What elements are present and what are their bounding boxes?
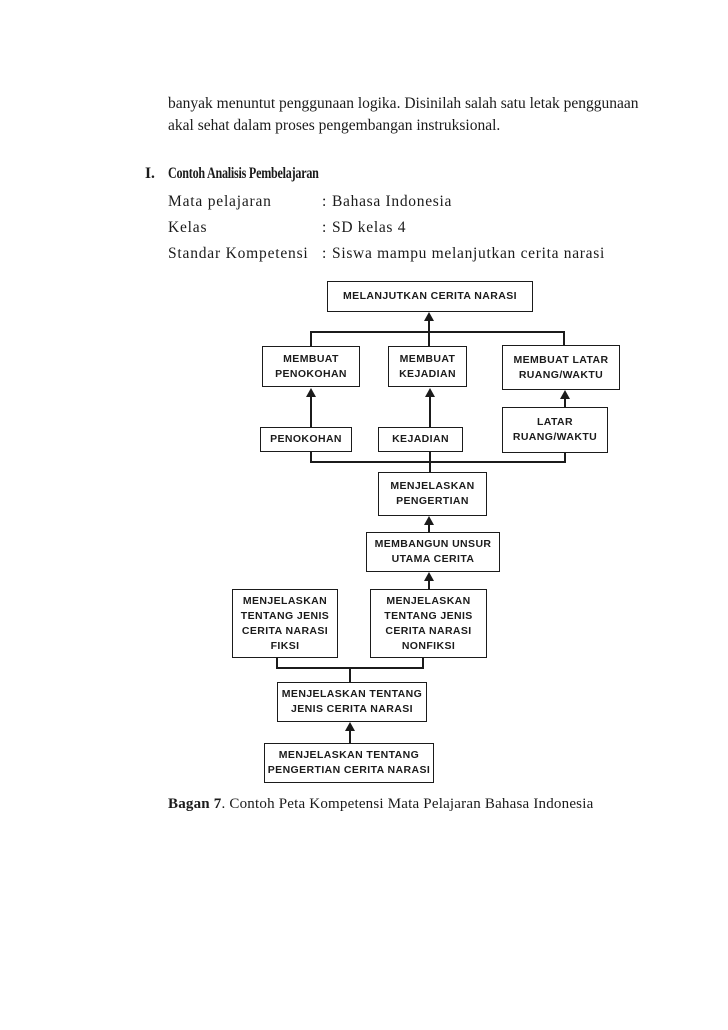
figure-caption-label: Bagan 7 xyxy=(168,796,222,812)
diagram-node-menjelaskan-jenis-cerita-narasi: MENJELASKAN TENTANG JENIS CERITA NARASI xyxy=(277,682,427,722)
detail-value: Bahasa Indonesia xyxy=(332,193,453,210)
section-title-wrap: Contoh Analisis Pembelajaran xyxy=(168,165,361,183)
diagram-node-membuat-penokohan: MEMBUAT PENOKOHAN xyxy=(262,346,360,387)
detail-separator: : xyxy=(322,219,327,236)
figure-caption-text: . Contoh Peta Kompetensi Mata Pelajaran … xyxy=(221,796,594,812)
section-heading: I. xyxy=(145,165,155,183)
connector-line xyxy=(310,331,565,333)
paragraph-line-1: banyak menuntut penggunaan logika. Disin… xyxy=(168,95,639,112)
arrowhead-up xyxy=(306,388,316,397)
detail-label: Kelas xyxy=(168,219,208,236)
diagram-node-menjelaskan-jenis-fiksi: MENJELASKAN TENTANG JENIS CERITA NARASI … xyxy=(232,589,338,658)
connector-line xyxy=(428,579,430,589)
connector-line xyxy=(310,452,312,463)
connector-line xyxy=(428,523,430,532)
diagram-node-kejadian: KEJADIAN xyxy=(378,427,463,452)
connector-line xyxy=(310,461,566,463)
detail-row-mata-pelajaran: Mata pelajaran : Bahasa Indonesia xyxy=(168,193,648,213)
detail-separator: : xyxy=(322,245,327,262)
detail-label: Standar Kompetensi xyxy=(168,245,309,262)
diagram-node-menjelaskan-jenis-nonfiksi: MENJELASKAN TENTANG JENIS CERITA NARASI … xyxy=(370,589,487,658)
diagram-node-penokohan: PENOKOHAN xyxy=(260,427,352,452)
connector-line xyxy=(563,331,565,345)
arrowhead-up xyxy=(560,390,570,399)
connector-line xyxy=(422,658,424,669)
diagram-node-membuat-latar-ruang-waktu: MEMBUAT LATAR RUANG/WAKTU xyxy=(502,345,620,390)
detail-label: Mata pelajaran xyxy=(168,193,272,210)
section-number: I. xyxy=(145,165,155,182)
detail-row-standar-kompetensi: Standar Kompetensi : Siswa mampu melanju… xyxy=(168,245,648,265)
diagram-node-latar-ruang-waktu: LATAR RUANG/WAKTU xyxy=(502,407,608,453)
diagram-node-menjelaskan-pengertian: MENJELASKAN PENGERTIAN xyxy=(378,472,487,516)
figure-caption: Bagan 7. Contoh Peta Kompetensi Mata Pel… xyxy=(168,796,593,813)
arrowhead-up xyxy=(424,516,434,525)
section-title: Contoh Analisis Pembelajaran xyxy=(168,165,319,182)
diagram-node-membangun-unsur-utama-cerita: MEMBANGUN UNSUR UTAMA CERITA xyxy=(366,532,500,572)
connector-line xyxy=(564,453,566,463)
connector-line xyxy=(310,396,312,427)
connector-line xyxy=(429,396,431,427)
arrowhead-up xyxy=(345,722,355,731)
arrowhead-up xyxy=(424,572,434,581)
connector-line xyxy=(349,729,351,743)
diagram-node-membuat-kejadian: MEMBUAT KEJADIAN xyxy=(388,346,467,387)
detail-row-kelas: Kelas : SD kelas 4 xyxy=(168,219,648,239)
detail-value: Siswa mampu melanjutkan cerita narasi xyxy=(332,245,605,262)
arrowhead-up xyxy=(425,388,435,397)
connector-line xyxy=(564,398,566,407)
paragraph-line-2: akal sehat dalam proses pengembangan ins… xyxy=(168,117,501,134)
connector-line xyxy=(276,658,278,669)
arrowhead-up xyxy=(424,312,434,321)
diagram-node-melanjutkan-cerita-narasi: MELANJUTKAN CERITA NARASI xyxy=(327,281,533,312)
connector-line xyxy=(349,667,351,682)
detail-value: SD kelas 4 xyxy=(332,219,407,236)
connector-line xyxy=(310,331,312,346)
detail-separator: : xyxy=(322,193,327,210)
diagram-node-menjelaskan-pengertian-cerita-narasi: MENJELASKAN TENTANG PENGERTIAN CERITA NA… xyxy=(264,743,434,783)
